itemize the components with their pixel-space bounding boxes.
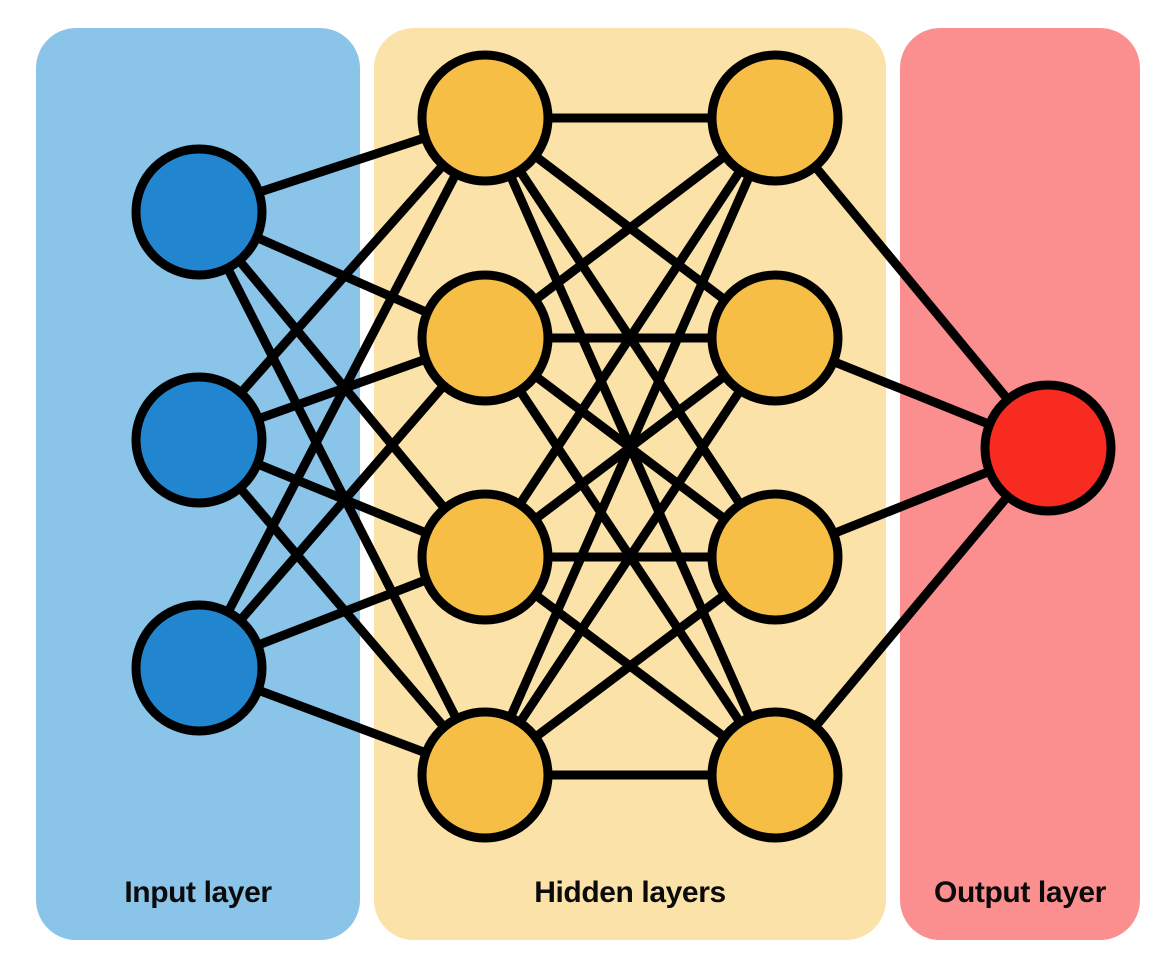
node-h1a[interactable] — [417, 50, 553, 186]
node-h2c[interactable] — [707, 489, 843, 625]
edge-i3-h1b — [195, 335, 489, 671]
edge-h2a-o1 — [771, 115, 1052, 451]
node-i1[interactable] — [131, 144, 267, 280]
edge-i1-h1d — [194, 209, 490, 778]
node-h1d[interactable] — [417, 707, 553, 843]
node-h2d[interactable] — [707, 707, 843, 843]
node-i2[interactable] — [131, 372, 267, 508]
edge-h1c-h2a — [481, 115, 779, 560]
edge-i2-h1a — [195, 115, 489, 443]
node-i3[interactable] — [131, 600, 267, 736]
edge-h1d-h2a — [480, 116, 780, 777]
edge-h2d-o1 — [771, 445, 1052, 778]
layer-nodes — [131, 50, 1116, 843]
edge-i3-h1a — [195, 115, 489, 671]
node-h2a[interactable] — [707, 50, 843, 186]
edge-h1d-h2b — [481, 335, 779, 778]
node-o1[interactable] — [980, 380, 1116, 516]
node-h1c[interactable] — [417, 489, 553, 625]
node-h1b[interactable] — [417, 270, 553, 406]
node-h2b[interactable] — [707, 270, 843, 406]
edge-i2-h1d — [195, 437, 489, 778]
